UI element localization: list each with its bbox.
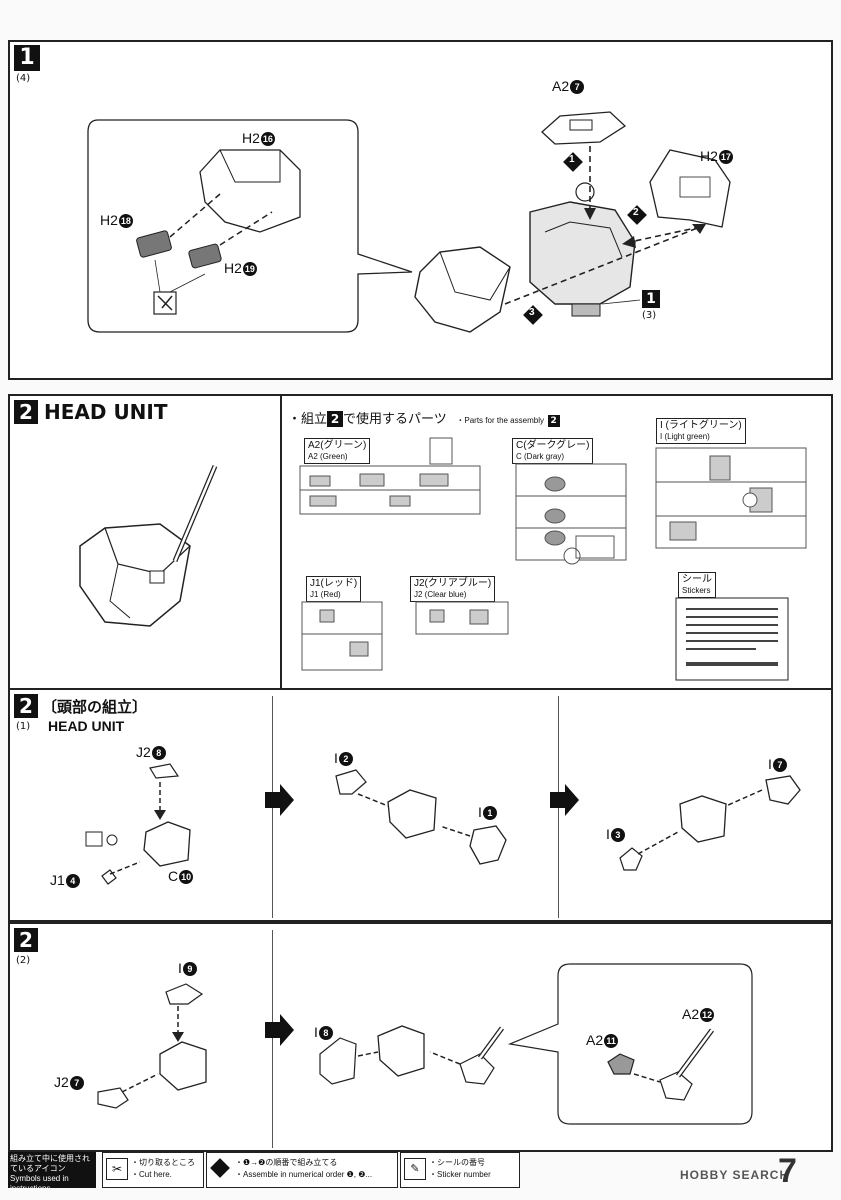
order-diamond-icon bbox=[210, 1158, 230, 1178]
step1-panel: 1 (4) bbox=[8, 40, 833, 380]
watermark: HOBBY SEARCH bbox=[680, 1168, 790, 1182]
runner-i-label: I (ライトグリーン)I (Light green) bbox=[656, 418, 746, 444]
callout-bubble bbox=[87, 111, 731, 333]
step1-ref-number: 1 bbox=[642, 290, 660, 308]
step2-2-panel: 2 (2) bbox=[8, 922, 833, 1152]
step2-1-panel: 2 〔頭部の組立〕 (1) HEAD UNIT bbox=[8, 690, 833, 922]
runner-j2-label: J2(クリアブルー)J2 (Clear blue) bbox=[410, 576, 496, 602]
step2-1-number: 2 bbox=[14, 694, 38, 718]
step2-2-sub: (2) bbox=[16, 955, 31, 966]
sticker-icon: ✎ bbox=[404, 1158, 426, 1180]
legend-cut: ✂ ・切り取るところ ・Cut here. bbox=[102, 1152, 204, 1188]
step1-number: 1 bbox=[14, 45, 40, 71]
page-number: 7 bbox=[778, 1152, 797, 1190]
step2-1-drawings bbox=[85, 763, 801, 885]
head-illustration-divider bbox=[280, 396, 282, 688]
legend-footer: 組み立て中に使用されているアイコン Symbols used in instru… bbox=[8, 1152, 833, 1193]
head-unit-illustration bbox=[79, 465, 218, 627]
legend-order: ・❶→❷の順番で組み立てる ・Assemble in numerical ord… bbox=[206, 1152, 398, 1188]
step2-number: 2 bbox=[14, 400, 38, 424]
cut-icon: ✂ bbox=[106, 1158, 128, 1180]
order-2-label: 2 bbox=[633, 207, 639, 218]
runner-drawings bbox=[299, 437, 807, 681]
step2-1-title-en: HEAD UNIT bbox=[48, 718, 125, 734]
step1-sub: (4) bbox=[16, 73, 31, 84]
divider-c bbox=[272, 930, 273, 1148]
step2-1-sub: (1) bbox=[16, 721, 31, 732]
step2-title: HEAD UNIT bbox=[44, 400, 168, 424]
runner-c-label: C(ダークグレー)C (Dark gray) bbox=[512, 438, 594, 464]
legend-sticker: ✎ ・シールの番号 ・Sticker number bbox=[400, 1152, 520, 1188]
step1-ref-sub: (3) bbox=[642, 310, 657, 321]
order-1-label: 1 bbox=[569, 154, 575, 165]
runner-a2-label: A2(グリーン)A2 (Green) bbox=[304, 438, 371, 464]
step2-2-number: 2 bbox=[14, 928, 38, 952]
order-3-icon bbox=[523, 305, 543, 325]
step2-2-drawings bbox=[97, 963, 753, 1125]
order-3-label: 3 bbox=[529, 307, 535, 318]
legend-heading: 組み立て中に使用されているアイコン Symbols used in instru… bbox=[8, 1152, 96, 1193]
step2-1-title-jp: 〔頭部の組立〕 bbox=[42, 699, 148, 716]
